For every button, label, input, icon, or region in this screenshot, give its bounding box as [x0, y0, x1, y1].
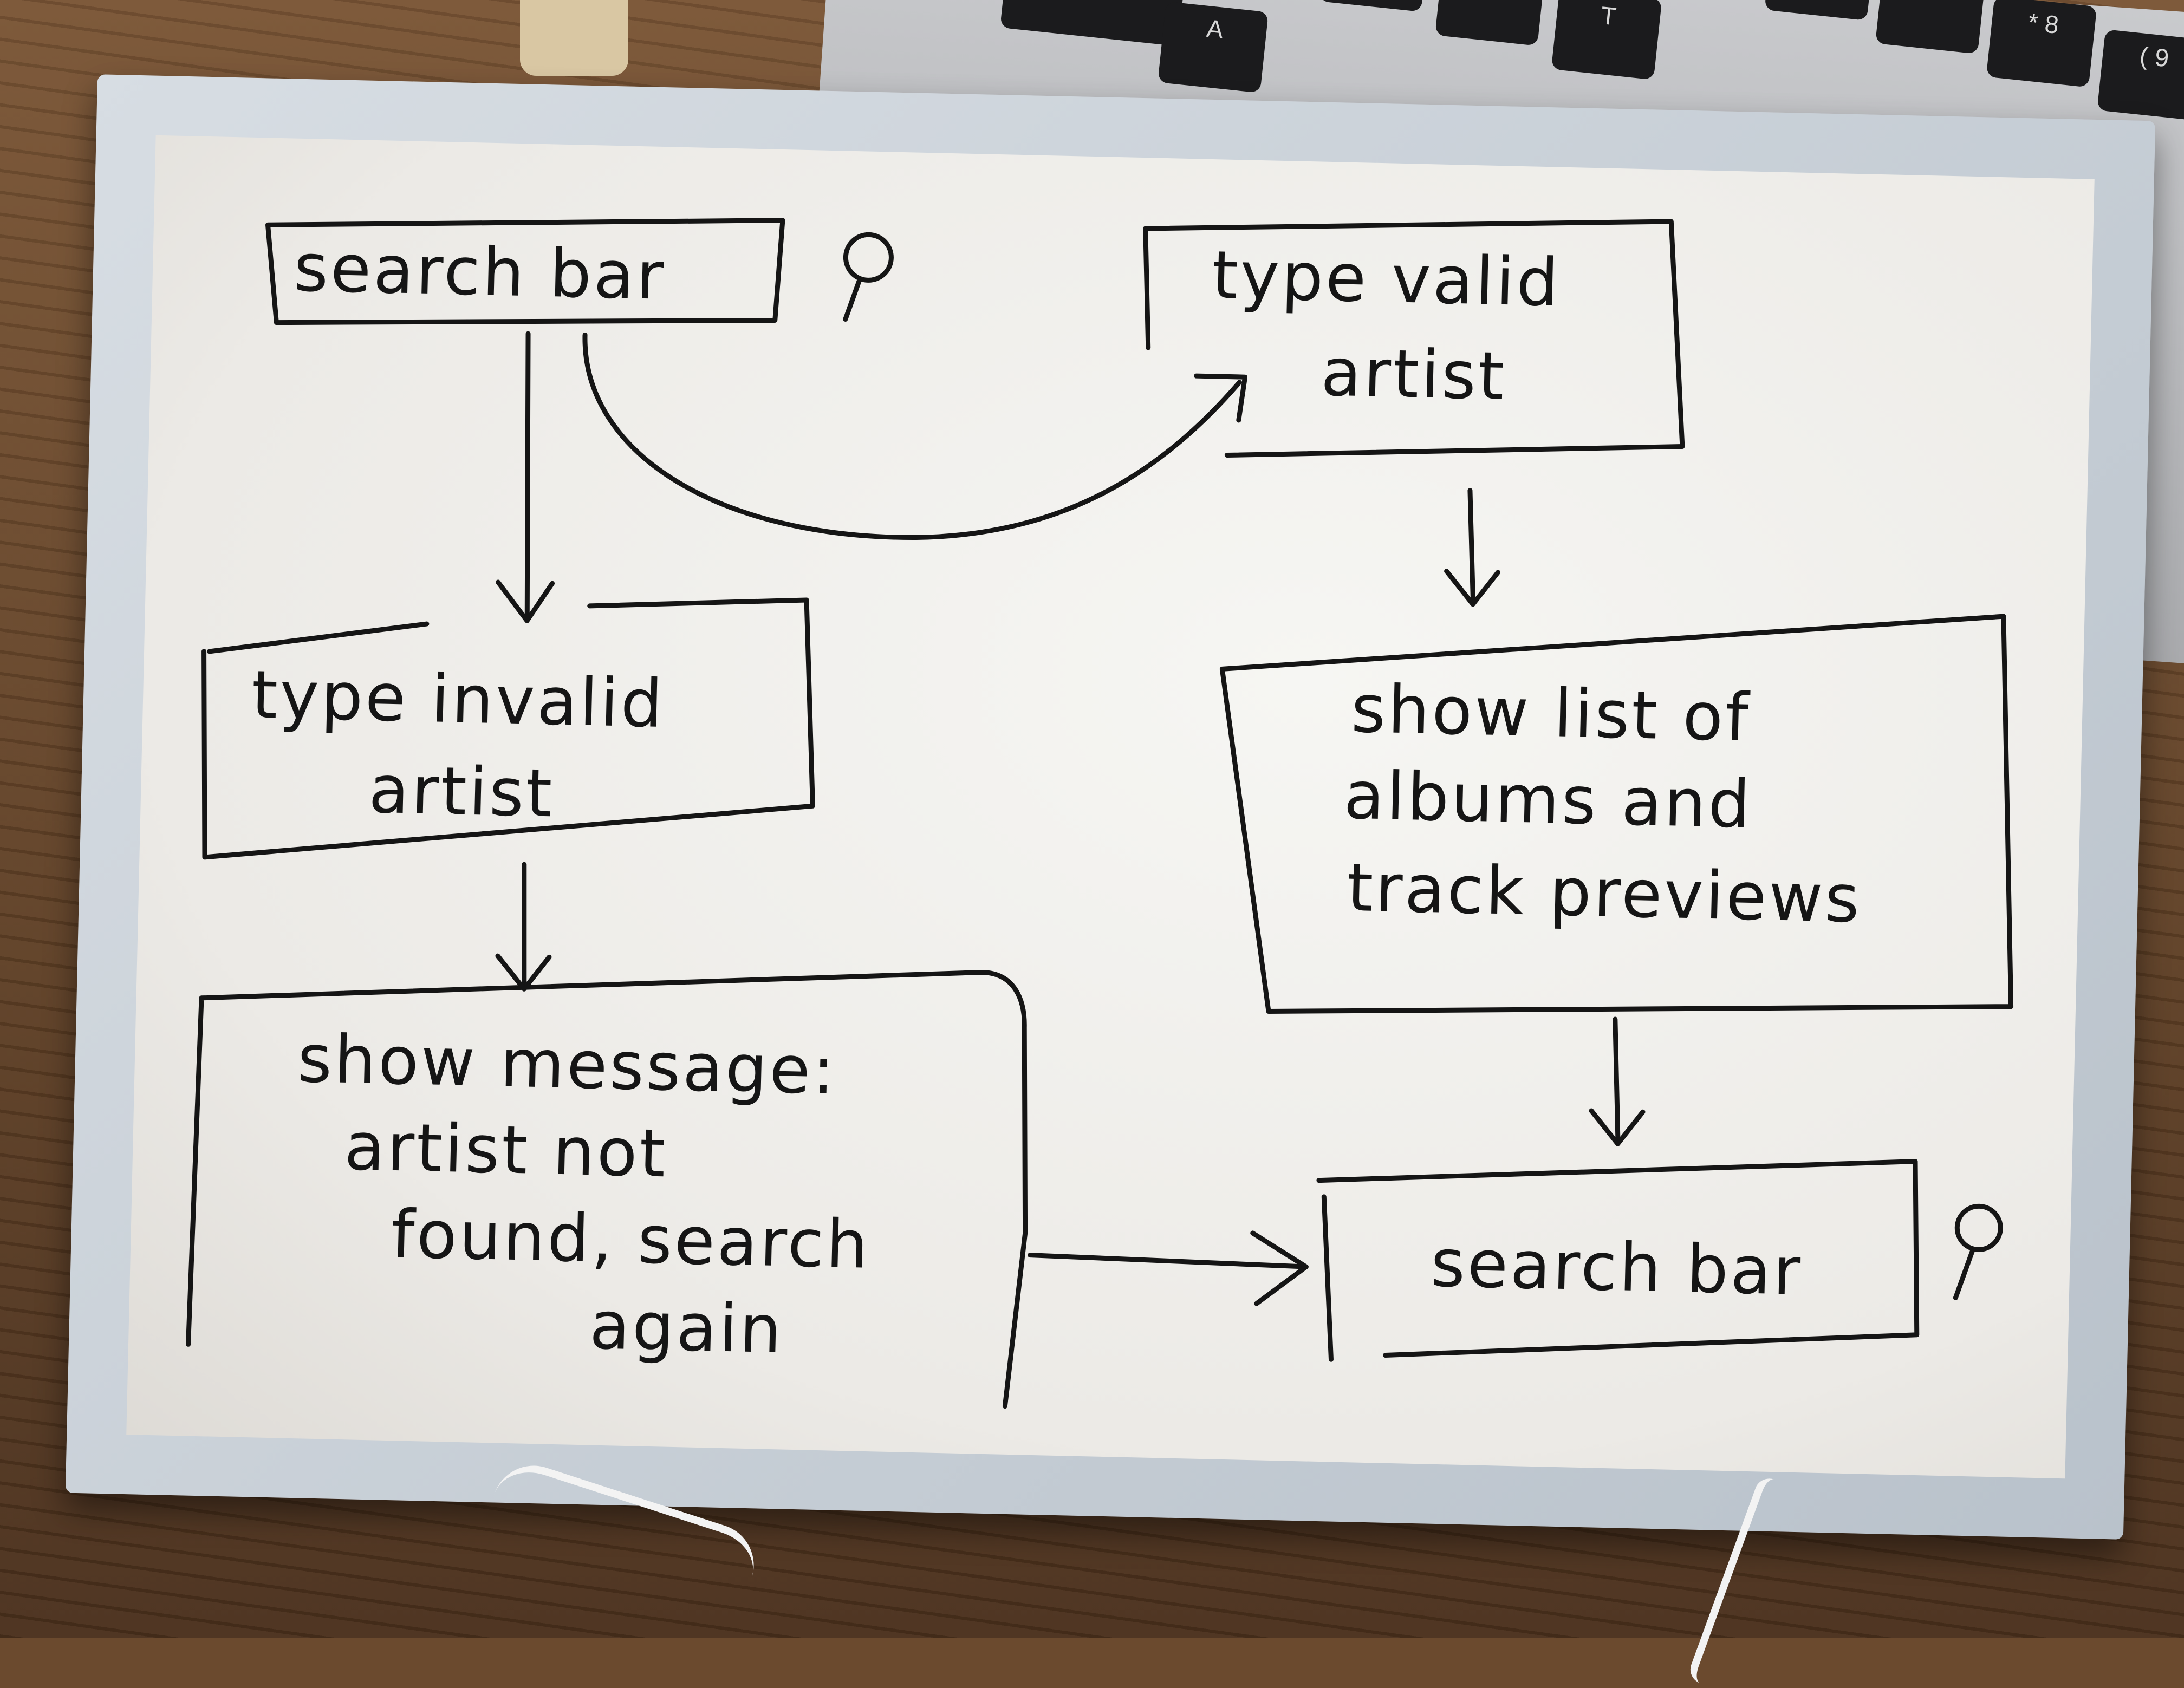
- arrow-message-to-end: [1028, 1230, 1309, 1306]
- invalid-artist-node: type invalid artist: [202, 597, 815, 860]
- message-line-3: found, search: [391, 1196, 871, 1283]
- valid-box-line-2: artist: [1320, 334, 1507, 415]
- results-line-3: track previews: [1347, 849, 1863, 938]
- message-line-1: show message:: [297, 1020, 837, 1110]
- arrow-start-to-invalid: [496, 331, 555, 623]
- valid-box-line-1: type valid: [1211, 237, 1562, 322]
- message-box-outline: [186, 969, 1028, 1409]
- end-box-outline: [1316, 1159, 1920, 1362]
- invalid-box-line-1: type invalid: [251, 656, 666, 742]
- valid-box-outline: [1143, 219, 1685, 458]
- invalid-box-outline: [202, 597, 815, 860]
- start-box-label: search bar: [293, 229, 666, 315]
- end-search-bar-node: search bar: [1316, 1159, 2003, 1362]
- end-box-label: search bar: [1430, 1224, 1803, 1310]
- message-line-2: artist not: [343, 1108, 668, 1192]
- arrow-valid-to-results: [1444, 488, 1501, 607]
- flow-diagram: search bar type valid artist type inv: [186, 218, 2014, 1409]
- message-line-4: again: [589, 1287, 784, 1368]
- results-box-outline: [1219, 614, 2014, 1014]
- results-line-1: show list of: [1350, 670, 1752, 757]
- arrow-start-to-valid: [582, 333, 1248, 540]
- start-box-outline: [265, 218, 785, 325]
- message-node: show message: artist not found, search a…: [186, 969, 1028, 1409]
- results-line-2: albums and: [1343, 757, 1753, 843]
- valid-artist-node: type valid artist: [1143, 219, 1685, 458]
- bottle-cap: [520, 0, 628, 76]
- search-icon: [1953, 1203, 2003, 1300]
- arrow-results-to-end: [1589, 1016, 1646, 1146]
- search-icon: [843, 232, 894, 322]
- invalid-box-line-2: artist: [368, 751, 555, 832]
- arrow-invalid-to-message: [495, 862, 552, 992]
- start-search-bar-node: search bar: [265, 218, 894, 325]
- results-node: show list of albums and track previews: [1219, 614, 2014, 1014]
